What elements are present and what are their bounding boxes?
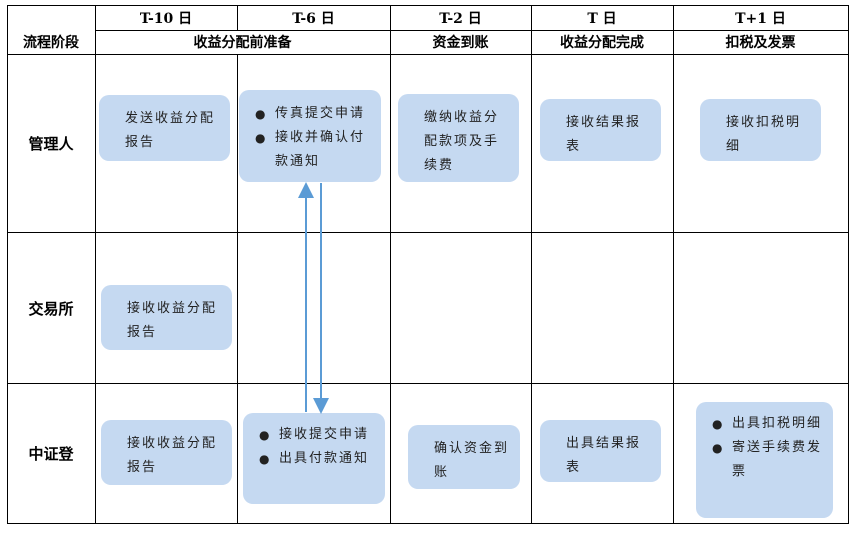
csdc-t6-box: ●接收提交申请 ●出具付款通知 (243, 413, 385, 504)
table-border-right (848, 5, 849, 524)
csdc-t-box: 出具结果报表 (540, 420, 661, 482)
table-border-top (7, 5, 849, 6)
bullet-icon: ● (712, 417, 725, 431)
date-header-t6: T-6 日 (292, 11, 335, 27)
exchange-t10-box: 接收收益分配报告 (101, 285, 232, 350)
table-border-left (7, 5, 8, 524)
list-item: ●出具扣税明细 (712, 412, 823, 436)
manager-t-box: 接收结果报表 (540, 99, 661, 161)
date-header-t1: T+1 日 (735, 11, 786, 27)
stage-header-complete: 收益分配完成 (560, 35, 644, 51)
manager-t2-box: 缴纳收益分配款项及手续费 (398, 94, 519, 182)
csdc-t1-box: ●出具扣税明细 ●寄送手续费发票 (696, 402, 833, 518)
table-col-divider-5 (673, 5, 674, 524)
list-item: ●寄送手续费发票 (712, 436, 823, 484)
date-header-t: T 日 (587, 11, 617, 27)
manager-t1-box: 接收扣税明细 (700, 99, 821, 161)
manager-t6-box: ●传真提交申请 ●接收并确认付款通知 (239, 90, 381, 182)
table-col-divider-1 (95, 5, 96, 524)
stage-header-funds: 资金到账 (432, 35, 489, 51)
table-col-divider-3 (390, 5, 391, 524)
list-item: ●传真提交申请 (255, 102, 367, 126)
table-divider-header (7, 54, 849, 55)
table-col-divider-4 (531, 5, 532, 524)
bullet-icon: ● (712, 441, 725, 455)
date-header-t10: T-10 日 (139, 11, 193, 27)
role-exchange: 交易所 (28, 299, 74, 318)
bullet-icon: ● (259, 452, 272, 466)
stage-column-label: 流程阶段 (23, 35, 79, 51)
bullet-icon: ● (255, 131, 268, 145)
csdc-t10-box: 接收收益分配报告 (101, 420, 232, 485)
list-item: ●接收并确认付款通知 (255, 126, 367, 174)
role-manager: 管理人 (28, 135, 74, 153)
table-divider-dates (95, 30, 849, 31)
stage-header-preparation: 收益分配前准备 (193, 35, 292, 51)
manager-t10-box: 发送收益分配报告 (99, 95, 230, 161)
table-divider-row2 (7, 383, 849, 384)
bullet-icon: ● (259, 428, 272, 442)
table-border-bottom (7, 523, 849, 524)
role-csdc: 中证登 (28, 445, 74, 463)
table-divider-row1 (7, 232, 849, 233)
table-col-divider-2b (237, 54, 238, 524)
stage-header-tax: 扣税及发票 (725, 35, 796, 51)
table-col-divider-2a (237, 5, 238, 31)
csdc-t2-box: 确认资金到账 (408, 425, 520, 489)
list-item: ●出具付款通知 (259, 447, 375, 471)
date-header-t2: T-2 日 (439, 11, 482, 27)
bullet-icon: ● (255, 107, 268, 121)
list-item: ●接收提交申请 (259, 423, 375, 447)
